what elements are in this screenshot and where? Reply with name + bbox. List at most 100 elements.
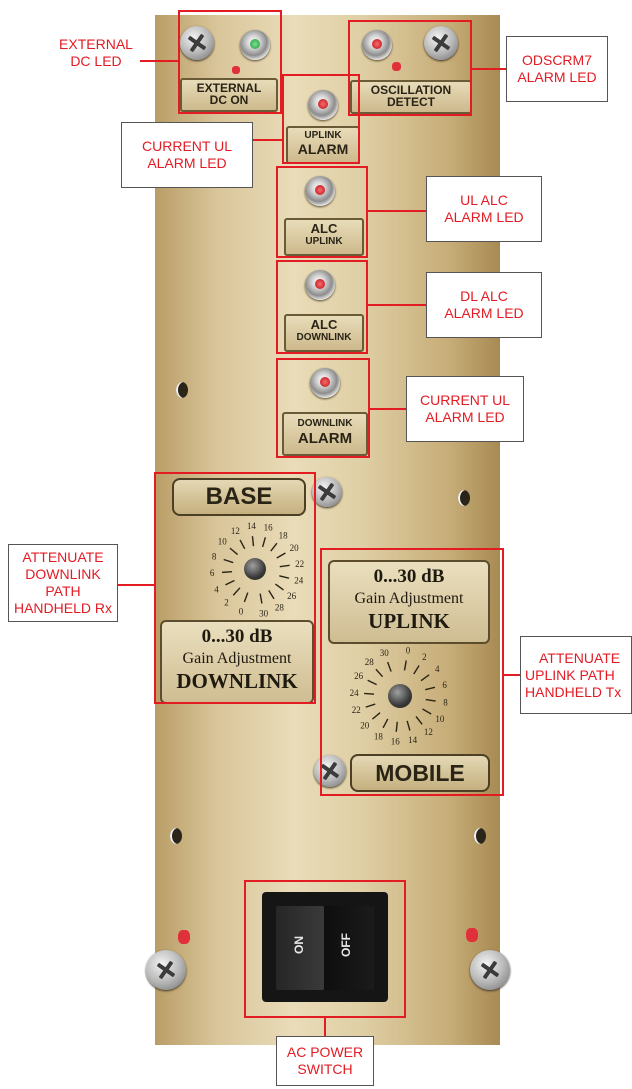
- dial-knob[interactable]: [388, 684, 412, 708]
- dial-scale-label: 28: [275, 602, 285, 612]
- mounting-hole: [458, 490, 470, 506]
- dial-tick: [375, 668, 384, 678]
- dial-scale-label: 2: [224, 598, 229, 608]
- dial-tick: [279, 575, 290, 579]
- dial-scale-label: 30: [259, 608, 269, 618]
- dial-scale-label: 12: [424, 727, 433, 737]
- connector-line: [324, 1018, 326, 1038]
- dial-tick: [223, 558, 234, 564]
- base-badge: BASE: [172, 478, 306, 516]
- dial-knob[interactable]: [244, 558, 266, 580]
- red-mark: [178, 930, 190, 944]
- dial-scale-label: 2: [422, 652, 427, 662]
- current-dl-alarm-led: [310, 368, 340, 398]
- screw-icon: [146, 950, 186, 990]
- downlink-alarm-plate: DOWNLINK ALARM: [282, 412, 368, 456]
- alc-uplink-plate: ALC UPLINK: [284, 218, 364, 256]
- red-mark: [466, 928, 478, 942]
- dial-tick: [425, 698, 436, 702]
- current-ul-alarm-led: [308, 90, 338, 120]
- connector-line: [368, 210, 426, 212]
- connector-line: [140, 60, 180, 62]
- dial-tick: [371, 712, 381, 720]
- oscillation-detect-plate: OSCILLATION DETECT: [350, 80, 472, 114]
- dial-tick: [382, 718, 389, 729]
- dial-scale-label: 18: [279, 530, 289, 540]
- dial-tick: [364, 692, 375, 695]
- dial-tick: [276, 552, 286, 559]
- dial-scale-label: 16: [391, 737, 401, 747]
- connector-line: [504, 674, 522, 676]
- dial-tick: [222, 570, 233, 574]
- dial-tick: [261, 537, 267, 548]
- dial-tick: [365, 703, 376, 708]
- dial-tick: [279, 564, 290, 568]
- dial-scale-label: 8: [443, 697, 448, 707]
- red-mark: [232, 66, 240, 74]
- highlight-box: [320, 548, 504, 796]
- ac-power-switch[interactable]: ON OFF: [262, 892, 388, 1002]
- screw-icon: [312, 477, 342, 507]
- dial-scale-label: 6: [442, 680, 447, 690]
- dial-scale-label: 6: [210, 568, 215, 578]
- connector-line: [472, 68, 508, 70]
- dial-tick: [225, 579, 235, 586]
- dial-tick: [420, 674, 430, 682]
- dial-scale-label: 10: [218, 537, 228, 547]
- dial-scale-label: 26: [287, 591, 297, 601]
- dial-tick: [270, 542, 278, 552]
- highlight-box: [276, 260, 368, 354]
- dial-scale-label: 24: [294, 576, 304, 586]
- dial-scale-label: 16: [264, 523, 274, 533]
- dial-tick: [415, 716, 423, 725]
- dl-alc-alarm-led: [305, 270, 335, 300]
- switch-rocker-off[interactable]: [324, 906, 374, 990]
- alc-downlink-plate: ALC DOWNLINK: [284, 314, 364, 352]
- dial-tick: [259, 593, 263, 604]
- highlight-box: [154, 472, 316, 704]
- highlight-box: [276, 166, 368, 258]
- connector-line: [370, 408, 408, 410]
- mobile-badge: MOBILE: [350, 754, 490, 792]
- dial-scale-label: 30: [380, 648, 390, 658]
- dial-scale-label: 0: [239, 606, 244, 616]
- ul-alc-alarm-led: [305, 176, 335, 206]
- dial-scale-label: 4: [435, 664, 440, 674]
- highlight-box: [348, 20, 472, 116]
- screw-icon: [424, 26, 458, 60]
- dial-scale-label: 10: [435, 714, 445, 724]
- dial-scale-label: 26: [354, 671, 364, 681]
- dial-scale-label: 20: [290, 543, 300, 553]
- connector-line: [253, 139, 283, 141]
- dial-tick: [422, 708, 432, 715]
- screw-icon: [470, 950, 510, 990]
- dial-tick: [387, 661, 392, 672]
- connector-line: [116, 584, 156, 586]
- mounting-hole: [170, 828, 182, 844]
- dial-scale-label: 14: [247, 521, 257, 531]
- dial-tick: [239, 539, 246, 550]
- highlight-box: [178, 10, 282, 114]
- dial-tick: [413, 665, 420, 675]
- dial-tick: [243, 592, 249, 603]
- dial-tick: [403, 660, 407, 671]
- dial-scale-label: 0: [406, 646, 411, 656]
- dial-scale-label: 8: [212, 551, 217, 561]
- switch-rocker-on[interactable]: [276, 906, 324, 990]
- dial-tick: [395, 721, 398, 732]
- dial-scale-label: 12: [231, 526, 240, 536]
- red-mark: [392, 62, 401, 71]
- highlight-box: [276, 358, 370, 458]
- dial-scale-label: 22: [352, 705, 361, 715]
- highlight-box: [244, 880, 406, 1018]
